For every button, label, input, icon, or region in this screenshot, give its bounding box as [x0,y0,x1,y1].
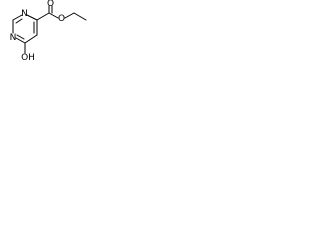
bond-c2-n1 [12,14,23,21]
atom-label-n-left: N [10,33,17,43]
bond-carbonyl-ester-o [48,12,59,19]
bond-c5-carbonyl [36,12,50,21]
atom-label-n-top: N [21,9,28,19]
bond-c4-n3 [15,37,26,44]
atom-label-ester-o: O [58,14,65,24]
double-bond-c2-n1 [15,18,23,24]
chemical-structure: N N O O OH [10,0,87,63]
atom-label-carbonyl-o: O [47,0,54,9]
double-bond-c4-n3 [16,34,25,40]
bond-ester-o-ch2 [64,12,75,19]
atom-label-hydroxyl: OH [21,53,35,63]
bond-ch2-ch3 [73,12,87,21]
bond-n1-c6 [26,14,38,21]
bond-c5-c4 [24,34,38,44]
